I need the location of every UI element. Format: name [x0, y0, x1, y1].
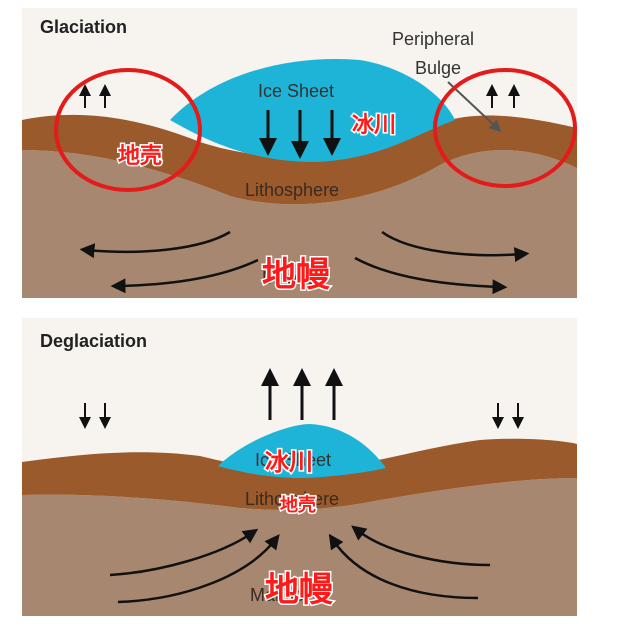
- deglaciation-title: Deglaciation: [40, 331, 147, 351]
- deglaciation-mantle-label: Mantle: [250, 585, 304, 605]
- glaciation-cn-crust-label: 地壳: [118, 144, 162, 169]
- peripheral-bulge-pointer-arrow: [447, 81, 502, 133]
- deglaciation-ice-sheet: [218, 424, 386, 478]
- deglaciation-ice-label: Ice Sheet: [255, 450, 331, 470]
- glaciation-mantle: [22, 150, 577, 298]
- deglaciation-cn-mantle-label: 地幔: [265, 570, 333, 610]
- deglaciation-lithosphere-label: Lithosphere: [245, 489, 339, 509]
- deglaciation-mantle-flow-left-lower: [117, 534, 280, 604]
- deglaciation-mantle-flow-right-lower: [328, 533, 479, 600]
- deglaciation-panel: Deglaciation Ice Sheet Lithosphere Mantl…: [22, 318, 577, 616]
- deglaciation-mantle: [22, 478, 577, 616]
- glaciation-mantle-label: Mantle: [262, 268, 316, 288]
- deglaciation-mantle-flow-right-upper: [351, 525, 491, 567]
- glaciation-mantle-flow-left-upper: [79, 230, 231, 259]
- glaciation-panel: Glaciation Ice Sheet Lithosphere Mantle …: [22, 8, 577, 298]
- glaciation-ice-sheet: [170, 59, 455, 162]
- glaciation-cn-mantle-label: 地幔: [262, 255, 330, 295]
- right-bulge-highlight-circle: [433, 68, 577, 188]
- left-bulge-highlight-circle: [54, 68, 202, 192]
- deglaciation-cn-glacier-label: 冰川: [265, 448, 313, 476]
- deglaciation-mantle-flow-left-upper: [109, 528, 259, 577]
- peripheral-bulge-label-line1: Peripheral: [392, 29, 474, 49]
- glaciation-cn-glacier-label: 冰川: [352, 113, 396, 138]
- glaciation-lithosphere-label: Lithosphere: [245, 180, 339, 200]
- peripheral-bulge-label-line2: Bulge: [415, 58, 461, 78]
- glaciation-ice-label: Ice Sheet: [258, 81, 334, 101]
- glaciation-mantle-flow-right-lower: [354, 256, 508, 295]
- deglaciation-cn-crust-label: 地壳: [280, 494, 316, 516]
- glaciation-mantle-flow-right-upper: [381, 230, 530, 263]
- glaciation-title: Glaciation: [40, 17, 127, 37]
- glaciation-mantle-flow-left-lower: [110, 258, 259, 294]
